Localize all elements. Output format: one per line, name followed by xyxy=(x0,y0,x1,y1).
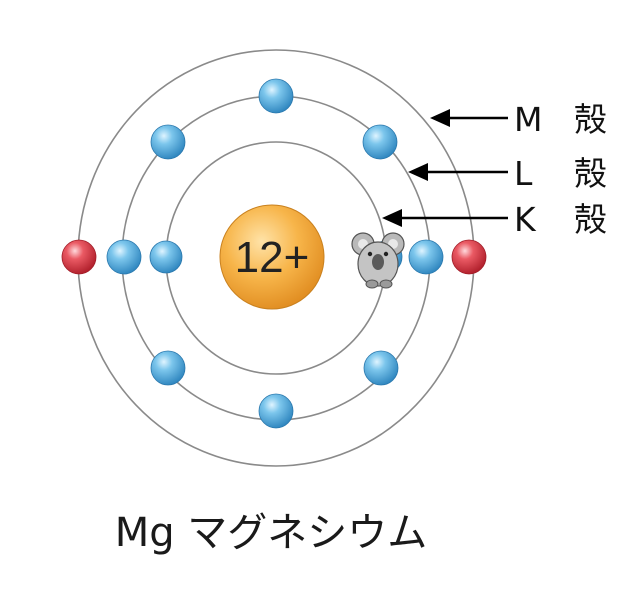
l-electron xyxy=(106,239,142,275)
m-shell-electrons xyxy=(61,239,487,275)
l-shell-electrons xyxy=(106,78,444,429)
l-electron xyxy=(363,350,399,386)
l-electron xyxy=(258,393,294,429)
l-electron xyxy=(150,124,186,160)
element-caption: Mg マグネシウム xyxy=(115,510,428,556)
l-electron xyxy=(408,239,444,275)
nucleus-charge-label: 12+ xyxy=(235,233,310,282)
k-electron xyxy=(149,240,183,274)
m-shell-char: 殻 xyxy=(574,100,607,139)
k-shell-char: 殻 xyxy=(574,200,607,239)
k-shell-pointer xyxy=(382,209,508,227)
m-shell-pointer xyxy=(430,109,508,127)
k-shell-letter: K xyxy=(514,200,537,239)
koala-icon xyxy=(351,232,405,289)
l-shell-char: 殻 xyxy=(574,154,607,193)
l-shell-pointer xyxy=(408,163,508,181)
l-electron xyxy=(362,124,398,160)
nucleus: 12+ xyxy=(219,204,325,310)
l-shell-letter: L xyxy=(514,154,533,193)
m-electron xyxy=(451,239,487,275)
m-electron xyxy=(61,239,97,275)
l-electron xyxy=(258,78,294,114)
m-shell-letter: M xyxy=(514,100,542,139)
l-electron xyxy=(150,350,186,386)
